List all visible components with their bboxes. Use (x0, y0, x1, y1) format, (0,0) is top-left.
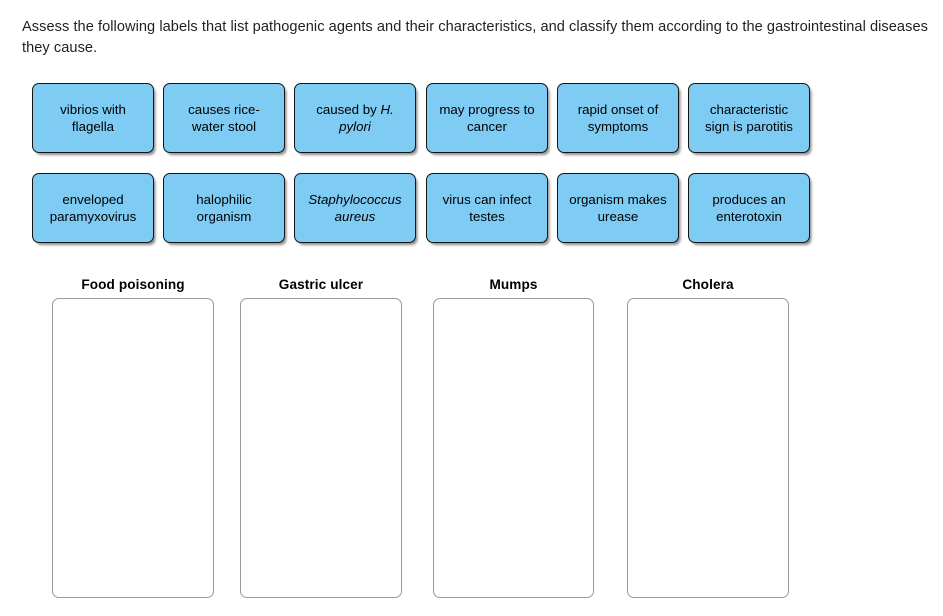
category-column-mumps: Mumps (433, 276, 594, 598)
label-tile-text: causes rice-water stool (188, 102, 260, 134)
category-column-food-poisoning: Food poisoning (52, 276, 214, 598)
category-column-gastric-ulcer: Gastric ulcer (240, 276, 402, 598)
category-title-gastric-ulcer: Gastric ulcer (278, 277, 364, 292)
label-tile-caused-by-h-pylori[interactable]: caused by H.pylori (294, 83, 416, 153)
dropzone-gastric-ulcer[interactable] (240, 298, 402, 598)
category-column-cholera: Cholera (627, 276, 789, 598)
dropzone-food-poisoning[interactable] (52, 298, 214, 598)
label-tile-text: caused by H.pylori (316, 102, 394, 134)
category-title-food-poisoning: Food poisoning (81, 277, 185, 292)
category-title-cholera: Cholera (682, 277, 734, 292)
instruction-text: Assess the following labels that list pa… (22, 19, 928, 56)
dropzone-cholera[interactable] (627, 298, 789, 598)
label-tile-causes-rice-water-stool[interactable]: causes rice-water stool (163, 83, 285, 153)
dropzone-mumps[interactable] (433, 298, 594, 598)
category-title-mumps: Mumps (489, 277, 538, 292)
